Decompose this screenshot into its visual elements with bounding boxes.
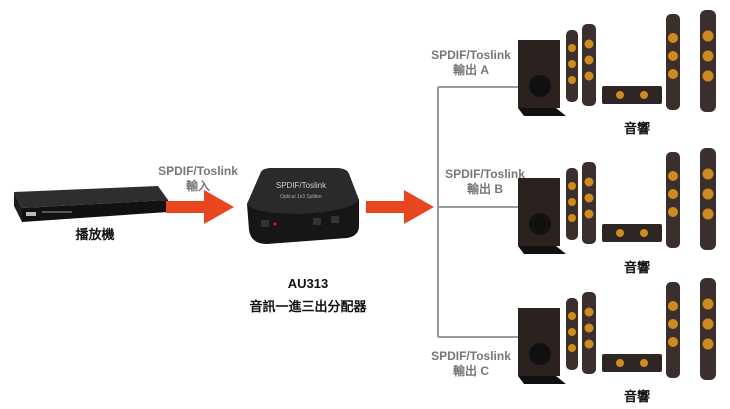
output-b-type: SPDIF/Toslink — [445, 167, 525, 181]
player-label: 播放機 — [75, 227, 115, 242]
arrow-right-icon — [366, 190, 434, 224]
output-c-type: SPDIF/Toslink — [431, 349, 511, 363]
splitter-device-icon: SPDIF/Toslink Optical 1x3 Splitter — [247, 168, 359, 244]
speaker-c-label: 音響 — [623, 389, 650, 404]
input-port-direction: 輸入 — [185, 179, 210, 193]
output-a-direction: 輸出 A — [452, 63, 489, 77]
speaker-system-icon — [518, 10, 716, 116]
output-b-label: SPDIF/Toslink 輸出 B — [430, 167, 540, 197]
speaker-a-label: 音響 — [623, 121, 650, 136]
splitter-description: 音訊一進三出分配器 — [249, 299, 367, 314]
speaker-system-icon — [518, 278, 716, 384]
output-a-type: SPDIF/Toslink — [431, 48, 511, 62]
output-b-direction: 輸出 B — [466, 182, 503, 196]
splitter-model: AU313 — [287, 276, 329, 291]
dvd-player-icon — [14, 186, 168, 222]
splitter-sub-label: Optical 1x3 Splitter — [280, 194, 322, 200]
output-c-label: SPDIF/Toslink 輸出 C — [416, 349, 526, 379]
splitter-top-label: SPDIF/Toslink — [276, 181, 327, 190]
speaker-b-label: 音響 — [623, 260, 650, 275]
arrow-right-icon — [166, 190, 234, 224]
input-port-label: SPDIF/Toslink 輸入 — [148, 164, 248, 194]
speaker-system-icon — [518, 148, 716, 254]
output-a-label: SPDIF/Toslink 輸出 A — [416, 48, 526, 78]
input-port-type: SPDIF/Toslink — [158, 164, 238, 178]
output-c-direction: 輸出 C — [452, 364, 489, 378]
